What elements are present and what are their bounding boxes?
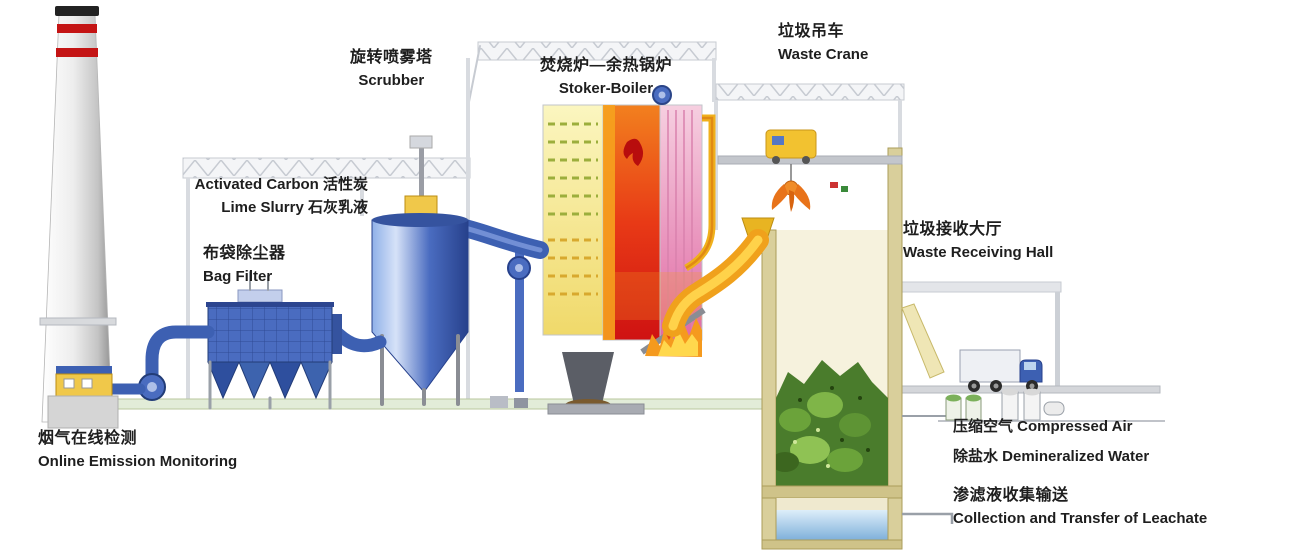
leachate-pipe xyxy=(902,512,954,524)
clean-gas-duct xyxy=(145,325,215,381)
slag-conveyor xyxy=(547,403,645,415)
label-stoker-boiler-zh: 焚烧炉—余热锅炉 xyxy=(540,57,673,74)
label-leachate-collection-zh: 渗滤液收集输送 xyxy=(953,487,1069,504)
label-activated-carbon: Activated Carbon 活性炭 xyxy=(194,176,368,193)
leachate-tank xyxy=(761,497,954,550)
waste-pile xyxy=(776,360,888,486)
label-compressed-air: 压缩空气 Compressed Air xyxy=(953,416,1132,439)
filter-hopper xyxy=(238,361,271,400)
label-demineralized-water-text: 除盐水 Demineralized Water xyxy=(953,448,1150,465)
label-leachate-collection-en: Collection and Transfer of Leachate xyxy=(953,510,1208,527)
stoker-boiler-unit xyxy=(542,85,716,415)
stack-cap xyxy=(55,6,99,16)
leachate-water xyxy=(776,510,888,540)
label-online-emission-monitoring-zh: 烟气在线检测 xyxy=(38,430,138,447)
utility-units xyxy=(902,388,1065,421)
chimney-stack xyxy=(39,6,119,429)
ash-hopper xyxy=(562,352,614,404)
flame-icon xyxy=(623,138,644,166)
label-online-emission-monitoring-en: Online Emission Monitoring xyxy=(38,453,238,470)
tipping-gate xyxy=(901,303,945,379)
stack-band xyxy=(57,24,97,33)
label-waste-receiving-hall: 垃圾接收大厅 Waste Receiving Hall xyxy=(903,218,1053,265)
label-stoker-boiler-en: Stoker-Boiler xyxy=(558,80,654,97)
filter-hopper xyxy=(300,361,333,400)
truck-box xyxy=(959,349,1021,383)
label-online-emission-monitoring: 烟气在线检测 Online Emission Monitoring xyxy=(38,427,237,474)
label-scrubber-en: Scrubber xyxy=(358,72,425,89)
label-bag-filter-zh: 布袋除尘器 xyxy=(203,245,286,262)
waste-crane-assembly xyxy=(717,129,903,212)
label-lime-slurry: Lime Slurry 石灰乳液 xyxy=(221,198,368,216)
scrubber-vessel xyxy=(327,135,549,406)
waste-feed-chute xyxy=(662,217,775,337)
stack-platform xyxy=(39,317,117,326)
pump-skid xyxy=(490,396,508,408)
crane-grapple xyxy=(771,180,811,212)
label-leachate-collection: 渗滤液收集输送 Collection and Transfer of Leach… xyxy=(953,484,1207,531)
label-stoker-boiler: 焚烧炉—余热锅炉 Stoker-Boiler xyxy=(540,54,672,101)
label-scrubber: 旋转喷雾塔 Scrubber xyxy=(350,46,433,93)
id-fan xyxy=(507,252,531,392)
label-bag-filter-en: Bag Filter xyxy=(203,268,273,285)
stack-band xyxy=(56,48,98,57)
label-reagents: Activated Carbon 活性炭 Lime Slurry 石灰乳液 xyxy=(150,174,368,219)
label-waste-receiving-hall-en: Waste Receiving Hall xyxy=(903,244,1054,261)
label-waste-crane-en: Waste Crane xyxy=(778,46,869,63)
stack-body xyxy=(41,13,113,423)
air-receiver xyxy=(1043,401,1065,416)
convection-pass xyxy=(542,104,604,336)
bag-filter-unit xyxy=(104,271,342,410)
label-scrubber-zh: 旋转喷雾塔 xyxy=(350,49,433,66)
label-waste-crane: 垃圾吊车 Waste Crane xyxy=(778,20,868,67)
waste-bunker xyxy=(761,147,945,499)
refuse-truck xyxy=(959,349,1043,392)
filter-hopper xyxy=(269,361,302,400)
label-waste-crane-zh: 垃圾吊车 xyxy=(778,23,845,40)
label-compressed-air-text: 压缩空气 Compressed Air xyxy=(953,418,1133,435)
label-waste-receiving-hall-zh: 垃圾接收大厅 xyxy=(903,221,1003,238)
injection-manifold xyxy=(237,289,283,303)
label-demineralized-water: 除盐水 Demineralized Water xyxy=(953,446,1149,469)
scrubber-body xyxy=(371,219,469,393)
pump-unit xyxy=(514,398,528,408)
label-bag-filter: 布袋除尘器 Bag Filter xyxy=(203,242,286,289)
filter-hopper xyxy=(207,361,240,400)
